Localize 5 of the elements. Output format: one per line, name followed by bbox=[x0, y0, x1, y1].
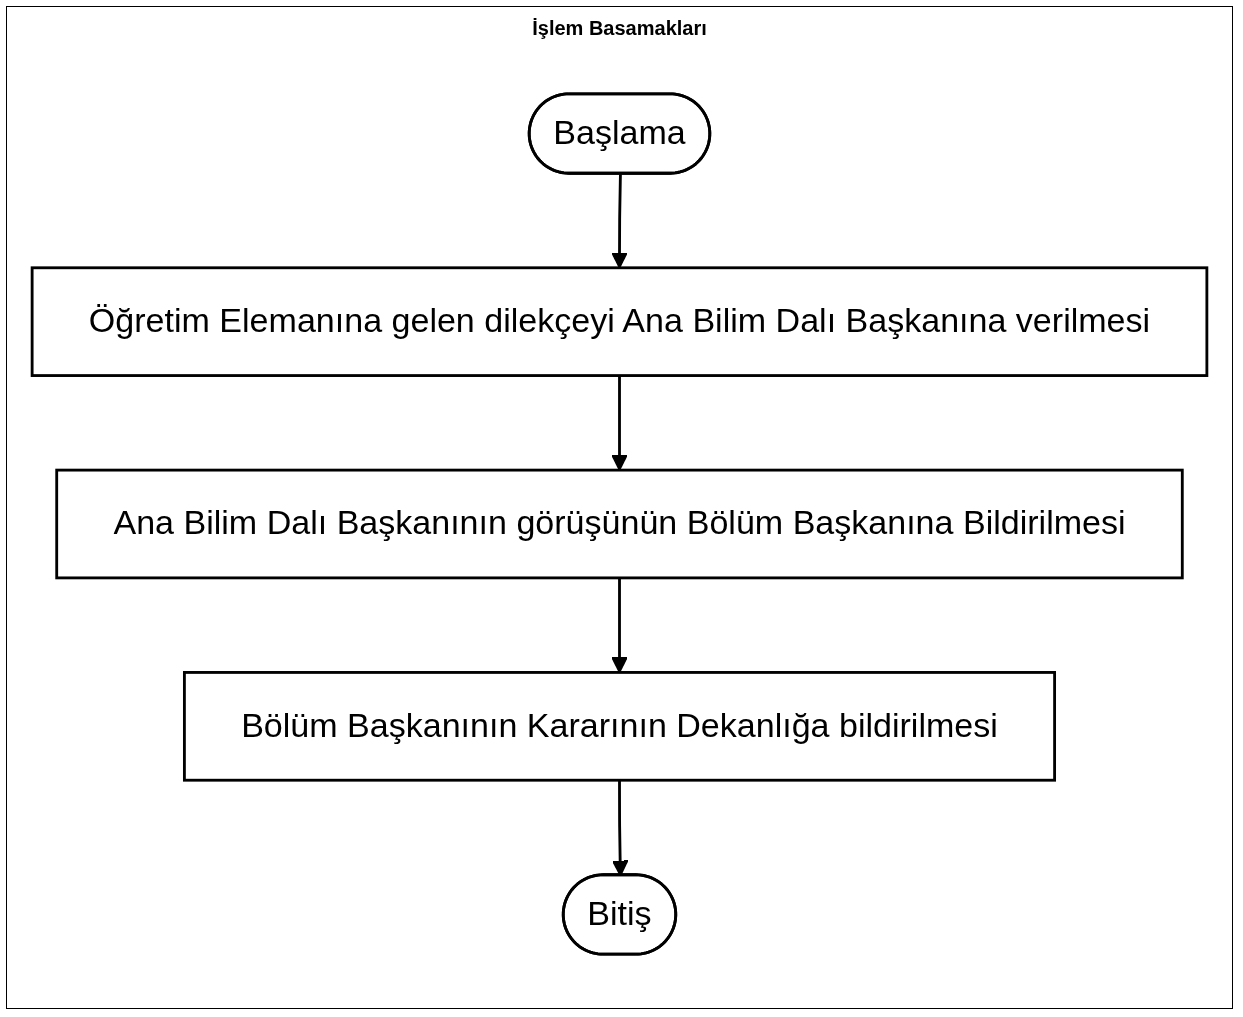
node-box: Öğretim Elemanına gelen dilekçeyi Ana Bilim Dalı Başkanına verilmesi bbox=[30, 266, 1209, 377]
node-box: Bölüm Başkanının Kararının Dekanlığa bildirilmesi bbox=[183, 671, 1056, 782]
node-box: Ana Bilim Dalı Başkanının görüşünün Bölüm Başkanına Bildirilmesi bbox=[55, 468, 1184, 580]
diagram-title: İşlem Basamakları bbox=[532, 17, 707, 40]
arrow bbox=[611, 375, 628, 471]
